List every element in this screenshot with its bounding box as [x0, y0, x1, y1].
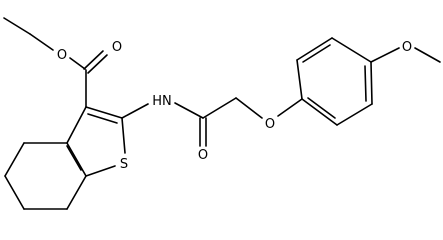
bond-c2-nh: [121, 103, 149, 119]
bond-o-ch3: [414, 47, 441, 63]
bond-carbonyl-ch2: [202, 97, 237, 119]
atom-methoxy-oxygen: O: [402, 40, 412, 55]
atom-amide-nitrogen: HN: [152, 94, 172, 109]
bond-carbonyl-double-b: [87, 54, 108, 74]
bond-c2-s: [121, 117, 126, 154]
atom-thiophene-sulfur: S: [120, 157, 128, 172]
bond-ethyl-ch3: [3, 17, 31, 35]
bond-c7a-c3a-inner: [66, 145, 82, 171]
bond-ar-2-3: [296, 37, 333, 61]
bond-ar-o-methoxy: [370, 47, 400, 63]
bond-c3a-c3: [66, 106, 87, 144]
bonds: [3, 17, 441, 210]
atom-ester-carbonyl-oxygen: O: [112, 40, 122, 55]
bond-s-c7a: [85, 165, 116, 177]
atom-ester-ether-oxygen: O: [57, 48, 67, 63]
bond-c3-c2: [85, 106, 123, 119]
bond-ar-4-5: [370, 61, 373, 105]
bond-ar-6-1-inner: [307, 97, 336, 119]
bond-ar-2-3-inner: [302, 44, 331, 63]
bond-ar-1-2: [296, 59, 303, 100]
bond-c7-c7a: [66, 175, 87, 210]
bond-o-ester-carbon: [69, 57, 86, 70]
atom-labels: O O HN O O S O: [57, 40, 412, 172]
bond-carbonyl-double-a: [83, 50, 104, 70]
bond-ch2-o: [235, 97, 263, 119]
bond-ethyl-ch2: [29, 33, 54, 51]
bond-ar-4-5-inner: [364, 65, 367, 102]
atom-amide-oxygen: O: [198, 148, 208, 163]
bond-nh-carbonyl: [174, 102, 204, 119]
chemical-structure: O O HN O O S O: [3, 17, 441, 210]
bond-ar-3-4: [331, 37, 372, 63]
atom-ether-oxygen: O: [265, 117, 275, 132]
bond-ar-6-1: [301, 98, 338, 126]
bond-ar-5-6: [336, 103, 373, 126]
bond-c4-c5: [4, 142, 25, 177]
bond-c3-c2-inner: [87, 113, 118, 124]
bond-c5-c6: [4, 175, 25, 210]
bond-o-aryl: [277, 98, 303, 117]
bond-c7a-c3a: [66, 142, 87, 177]
